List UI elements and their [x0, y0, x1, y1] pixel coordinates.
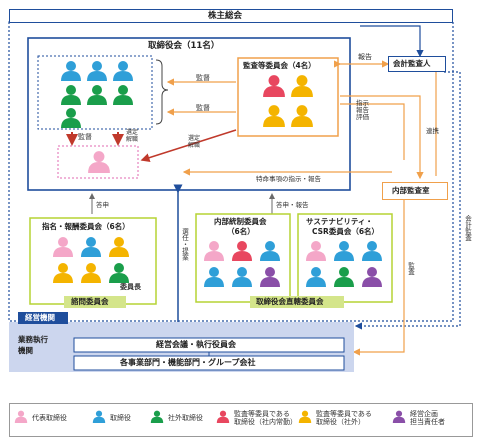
legend-label-2: 取締役: [110, 414, 131, 422]
edge-elect: 選任・提案: [180, 228, 189, 261]
exec-divisions: 各事業部門・機能部門・グループ会社: [120, 358, 256, 367]
execution-org-2: 機関: [18, 346, 33, 355]
audit-member-outside-icon: [81, 263, 101, 283]
shareholders-label: 株主総会: [208, 11, 243, 21]
outside-director-icon: [61, 85, 81, 105]
director-icon: [81, 237, 101, 257]
chair-label: 委員長: [120, 283, 141, 291]
board-title: 取締役会（11名）: [148, 41, 220, 51]
execution-tag-label: 経営機関: [25, 313, 55, 322]
execution-tag: [18, 312, 68, 324]
audit-member-outside-icon: [109, 237, 129, 257]
representative-director-icon: [88, 151, 110, 173]
audit-member-outside-icon: [53, 263, 73, 283]
director-icon: [113, 61, 133, 81]
internal-control-title-1: 内部統制委員会: [214, 217, 267, 226]
internal-audit-box: [382, 182, 448, 200]
representative-director-icon: [306, 241, 326, 261]
sustainability-title-1: サステナビリティ・: [306, 217, 373, 226]
internal-control-title-2: （6名）: [227, 227, 255, 236]
exec-meeting: 経営会議・執行役員会: [156, 340, 236, 349]
supervise-label-1: 監督: [196, 74, 210, 82]
edge-consult-report: 答申・報告: [276, 201, 309, 209]
planning-officer-icon: [260, 267, 280, 287]
accounting-auditor-box: [388, 56, 446, 72]
legend-icon-1: [14, 410, 28, 423]
legend-label-6: 経営企画担当責任者: [410, 410, 445, 427]
legend-label-1: 代表取締役: [32, 414, 67, 422]
shareholders-box: [9, 9, 453, 23]
audit-member-internal-icon: [263, 75, 285, 97]
nomination-title: 指名・報酬委員会（6名）: [42, 222, 130, 231]
edge-consult: 答申: [96, 201, 109, 209]
accounting-auditor-label: 会計監査人: [393, 59, 431, 68]
audit-member-outside-icon: [291, 105, 313, 127]
edge-coop: 連携: [426, 127, 439, 135]
director-icon: [232, 267, 252, 287]
director-icon: [334, 241, 354, 261]
edge-special-matters: 特命事項の指示・報告: [256, 175, 321, 183]
legend-label-4: 監査等委員である取締役（社内常勤）: [234, 410, 297, 427]
direct-committee-label: 取締役会直轄委員会: [256, 297, 324, 306]
advisory-tag: [64, 296, 126, 308]
edge-audit: 監査: [406, 262, 415, 275]
outside-director-icon: [109, 263, 129, 283]
internal-audit-label: 内部監査室: [392, 186, 430, 195]
legend-icon-2: [92, 410, 106, 423]
audit-member-internal-icon: [232, 241, 252, 261]
supervise-label-2: 監督: [196, 104, 210, 112]
director-icon: [260, 241, 280, 261]
director-icon: [87, 61, 107, 81]
planning-officer-icon: [362, 267, 382, 287]
outside-director-icon: [113, 85, 133, 105]
supervise-label-3: 監督: [78, 133, 92, 141]
legend-icon-5: [298, 410, 312, 423]
select-dismiss-label-1: 選定 解職: [126, 129, 139, 143]
sustainability-title-2: CSR委員会（6名）: [312, 227, 380, 236]
audit-committee-title: 監査等委員会（4名）: [243, 61, 316, 70]
execution-org-1: 業務執行: [18, 335, 48, 344]
director-icon: [362, 241, 382, 261]
director-icon: [204, 267, 224, 287]
advisory-label: 諮問委員会: [71, 297, 109, 306]
audit-member-outside-icon: [263, 105, 285, 127]
outside-director-icon: [334, 267, 354, 287]
legend-label-5: 監査等委員である取締役（社外）: [316, 410, 372, 427]
representative-director-icon: [53, 237, 73, 257]
edge-accounting-audit: 会計監査: [463, 215, 472, 241]
edge-instruct: 指示 報告 評価: [356, 99, 369, 122]
director-icon: [306, 267, 326, 287]
edge-report: 報告: [358, 53, 372, 61]
representative-director-icon: [204, 241, 224, 261]
outside-director-icon: [61, 108, 81, 128]
legend-icon-6: [392, 410, 406, 423]
outside-director-icon: [87, 85, 107, 105]
legend-label-3: 社外取締役: [168, 414, 203, 422]
director-icon: [61, 61, 81, 81]
direct-committee-tag: [250, 296, 344, 308]
legend-icon-3: [150, 410, 164, 423]
select-dismiss-label-2: 選定 解職: [188, 135, 201, 149]
audit-member-outside-icon: [291, 75, 313, 97]
legend-icon-4: [216, 410, 230, 423]
